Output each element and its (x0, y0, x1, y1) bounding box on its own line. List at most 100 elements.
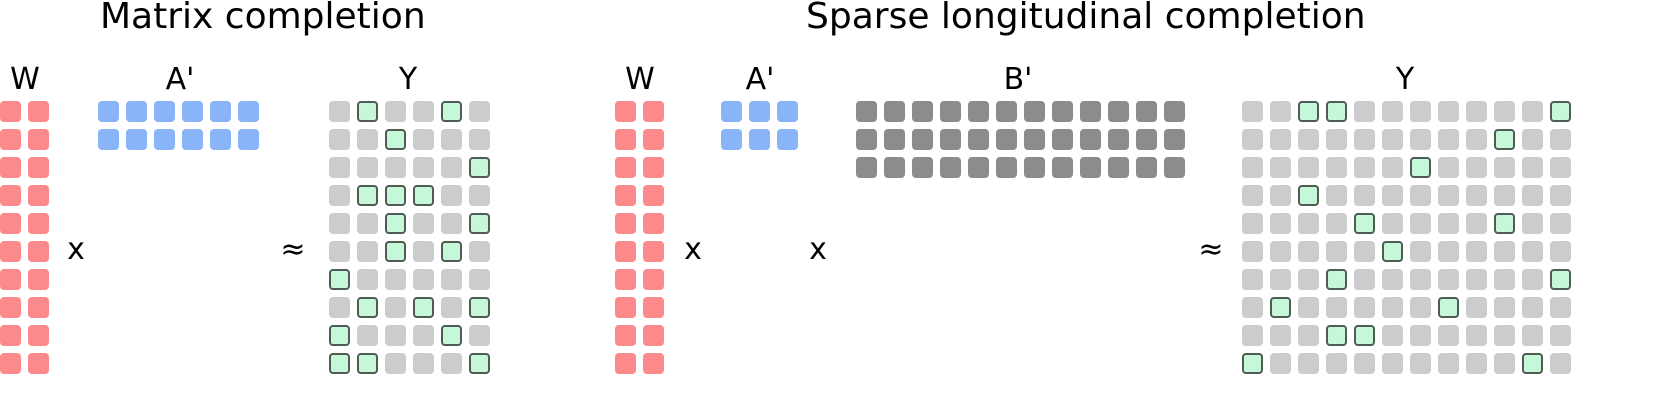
y-cell (1466, 129, 1487, 150)
w-cell (643, 325, 664, 346)
y-cell (357, 213, 378, 234)
observed-cell (1270, 297, 1291, 318)
y-cell (1270, 157, 1291, 178)
y-cell (1298, 353, 1319, 374)
a-cell (238, 129, 259, 150)
y-cell (1242, 325, 1263, 346)
observed-cell (385, 129, 406, 150)
y-cell (1494, 269, 1515, 290)
y-cell (385, 325, 406, 346)
w-cell (615, 297, 636, 318)
observed-cell (1438, 297, 1459, 318)
observed-cell (1550, 269, 1571, 290)
y-cell (1438, 101, 1459, 122)
b-cell (884, 129, 905, 150)
y-cell (1354, 353, 1375, 374)
y-cell (1494, 325, 1515, 346)
y-cell (1550, 241, 1571, 262)
a-cell (126, 129, 147, 150)
a-cell (210, 101, 231, 122)
y-cell (1270, 325, 1291, 346)
observed-cell (413, 297, 434, 318)
y-cell (469, 101, 490, 122)
observed-cell (357, 353, 378, 374)
y-cell (1466, 241, 1487, 262)
a-cell (721, 101, 742, 122)
observed-cell (441, 101, 462, 122)
y-cell (441, 213, 462, 234)
y-cell (1270, 353, 1291, 374)
w-cell (28, 129, 49, 150)
b-cell (1052, 101, 1073, 122)
a-cell (182, 101, 203, 122)
observed-cell (1522, 353, 1543, 374)
observed-cell (357, 297, 378, 318)
w-cell (615, 157, 636, 178)
observed-cell (1326, 269, 1347, 290)
y-cell (1438, 157, 1459, 178)
y-cell (1550, 325, 1571, 346)
y-cell (1354, 269, 1375, 290)
approx-operator-right: ≈ (1198, 232, 1224, 267)
y-cell (1494, 101, 1515, 122)
y-cell (1550, 185, 1571, 206)
b-cell (856, 157, 877, 178)
y-cell (1270, 213, 1291, 234)
b-cell (940, 101, 961, 122)
y-cell (1550, 213, 1571, 234)
y-cell (357, 129, 378, 150)
b-cell (968, 101, 989, 122)
y-cell (329, 129, 350, 150)
y-cell (1270, 241, 1291, 262)
observed-cell (1298, 185, 1319, 206)
b-cell (856, 129, 877, 150)
y-cell (1410, 241, 1431, 262)
a-cell (98, 101, 119, 122)
w-label-left: W (10, 62, 40, 97)
y-cell (413, 101, 434, 122)
a-cell (777, 101, 798, 122)
w-cell (643, 129, 664, 150)
w-cell (28, 157, 49, 178)
times-operator-right-1: x (684, 232, 702, 267)
b-cell (856, 101, 877, 122)
y-cell (1410, 269, 1431, 290)
y-cell (1382, 157, 1403, 178)
y-cell (413, 241, 434, 262)
w-cell (643, 101, 664, 122)
observed-cell (413, 185, 434, 206)
y-cell (1326, 157, 1347, 178)
y-matrix-left (329, 101, 490, 374)
y-cell (1382, 185, 1403, 206)
y-cell (413, 353, 434, 374)
y-cell (329, 297, 350, 318)
b-cell (1108, 101, 1129, 122)
observed-cell (1298, 101, 1319, 122)
times-operator-right-2: x (809, 232, 827, 267)
w-cell (615, 129, 636, 150)
w-cell (615, 269, 636, 290)
y-cell (1382, 129, 1403, 150)
y-cell (1466, 325, 1487, 346)
observed-cell (385, 241, 406, 262)
y-cell (1410, 213, 1431, 234)
y-cell (1354, 297, 1375, 318)
y-cell (1438, 269, 1459, 290)
y-cell (329, 241, 350, 262)
y-cell (1242, 241, 1263, 262)
w-cell (28, 269, 49, 290)
y-cell (385, 157, 406, 178)
times-operator-left: x (67, 232, 85, 267)
b-cell (1080, 157, 1101, 178)
y-cell (1410, 129, 1431, 150)
w-cell (28, 213, 49, 234)
y-cell (441, 297, 462, 318)
b-cell (912, 101, 933, 122)
a-cell (126, 101, 147, 122)
y-cell (1466, 297, 1487, 318)
y-cell (1438, 325, 1459, 346)
y-cell (329, 213, 350, 234)
y-cell (1522, 157, 1543, 178)
y-cell (357, 241, 378, 262)
observed-cell (469, 213, 490, 234)
